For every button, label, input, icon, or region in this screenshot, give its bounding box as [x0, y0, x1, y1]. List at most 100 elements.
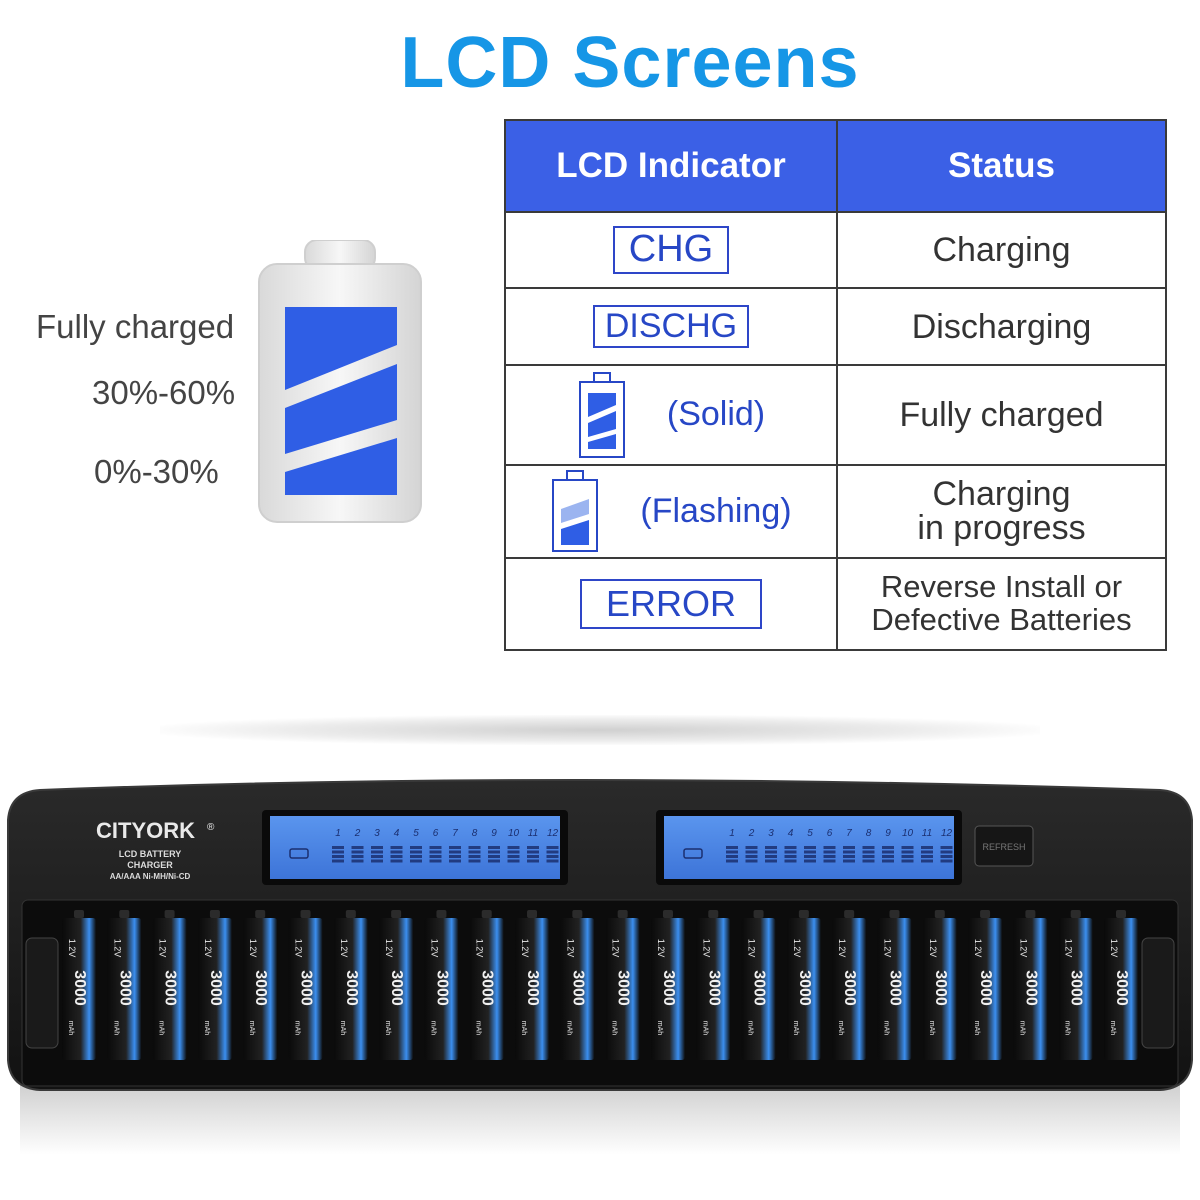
lcd-level-segment — [332, 846, 344, 849]
flashing-label: (Flashing) — [640, 491, 792, 530]
lcd-level-segment — [901, 846, 914, 849]
battery-voltage: 1.2V — [339, 939, 349, 958]
lcd-slot-number-right: 12 — [941, 828, 953, 839]
lcd-level-segment — [804, 850, 816, 854]
charger-shadow — [160, 715, 1040, 745]
battery-voltage: 1.2V — [701, 939, 711, 958]
lcd-level-segment — [488, 850, 500, 854]
lcd-level-segment — [843, 850, 855, 854]
battery-flashing-icon — [552, 470, 599, 553]
lcd-level-segment — [351, 855, 364, 858]
battery-unit: mAh — [611, 1021, 618, 1036]
battery-capacity: 3000 — [298, 970, 315, 1006]
lcd-slot-number-left: 6 — [433, 828, 439, 839]
battery-unit: mAh — [339, 1021, 346, 1036]
lcd-level-segment — [882, 850, 894, 854]
table-row: (Solid) Fully charged — [504, 363, 1167, 467]
battery-capacity: 3000 — [388, 970, 405, 1006]
battery-capacity: 3000 — [1113, 970, 1130, 1006]
product-line-3: AA/AAA Ni-MH/Ni-CD — [110, 872, 191, 881]
lcd-slot-number-right: 10 — [902, 828, 914, 839]
lcd-level-segment — [784, 850, 797, 854]
battery-voltage: 1.2V — [611, 939, 621, 958]
lcd-level-segment — [527, 846, 539, 849]
lcd-level-segment — [940, 859, 953, 863]
lcd-level-segment — [429, 846, 442, 849]
lcd-level-segment — [726, 850, 738, 854]
indicator-cell: CHG — [504, 210, 838, 290]
lcd-level-segment — [862, 859, 875, 863]
lcd-level-segment — [449, 846, 461, 849]
lcd-slot-number-right: 7 — [846, 828, 852, 839]
lcd-level-segment — [940, 850, 953, 854]
lcd-slot-number-right: 8 — [866, 828, 872, 839]
battery-capacity: 3000 — [615, 970, 632, 1006]
battery-cell: 1.2V 3000 mAh — [605, 910, 640, 1060]
lcd-level-segment — [390, 846, 403, 849]
battery-capacity: 3000 — [886, 970, 903, 1006]
battery-voltage: 1.2V — [248, 939, 258, 958]
indicator-cell: DISCHG — [504, 287, 838, 366]
battery-voltage: 1.2V — [429, 939, 439, 958]
lcd-level-segment — [745, 859, 758, 863]
lcd-level-segment — [507, 850, 520, 854]
refresh-button[interactable] — [974, 825, 1034, 867]
lcd-slot-number-left: 3 — [374, 828, 380, 839]
battery-capacity: 3000 — [932, 970, 949, 1006]
battery-unit: mAh — [203, 1021, 210, 1036]
battery-capacity: 3000 — [569, 970, 586, 1006]
battery-voltage: 1.2V — [792, 939, 802, 958]
lcd-level-segment — [784, 846, 797, 849]
battery-unit: mAh — [248, 1021, 255, 1036]
lcd-level-segment — [351, 850, 364, 854]
error-indicator: ERROR — [579, 578, 762, 629]
lcd-level-segment — [901, 855, 914, 858]
lcd-level-segment — [527, 850, 539, 854]
lcd-level-segment — [862, 850, 875, 854]
battery-voltage: 1.2V — [520, 939, 530, 958]
status-line-2: in progress — [917, 509, 1086, 548]
legend-30-60: 30%-60% — [92, 374, 236, 411]
battery-voltage: 1.2V — [565, 939, 575, 958]
lcd-level-segment — [468, 855, 481, 858]
lcd-slot-number-left: 9 — [491, 828, 497, 839]
lcd-level-segment — [390, 855, 403, 858]
battery-level-icon — [258, 240, 422, 523]
lcd-level-segment — [371, 859, 383, 863]
legend-0-30: 0%-30% — [94, 453, 219, 490]
battery-voltage: 1.2V — [882, 939, 892, 958]
lcd-level-segment — [371, 850, 383, 854]
battery-capacity: 3000 — [705, 970, 722, 1006]
lcd-slot-number-left: 4 — [394, 828, 400, 839]
lcd-level-segment — [410, 859, 422, 863]
lcd-slot-number-left: 12 — [547, 828, 559, 839]
indicator-cell: (Solid) — [504, 363, 838, 467]
battery-voltage: 1.2V — [973, 939, 983, 958]
refresh-button-label: REFRESH — [982, 842, 1025, 852]
lcd-level-segment — [546, 846, 559, 849]
battery-capacity: 3000 — [116, 970, 133, 1006]
battery-capacity: 3000 — [1068, 970, 1085, 1006]
lcd-level-segment — [488, 846, 500, 849]
battery-capacity: 3000 — [524, 970, 541, 1006]
lcd-level-segment — [390, 850, 403, 854]
battery-capacity: 3000 — [841, 970, 858, 1006]
battery-unit: mAh — [158, 1021, 165, 1036]
lcd-level-segment — [468, 846, 481, 849]
lcd-level-segment — [745, 855, 758, 858]
lcd-level-segment — [332, 855, 344, 858]
lcd-level-segment — [429, 850, 442, 854]
lcd-slot-number-right: 6 — [827, 828, 833, 839]
lcd-level-segment — [901, 859, 914, 863]
battery-voltage: 1.2V — [67, 939, 77, 958]
